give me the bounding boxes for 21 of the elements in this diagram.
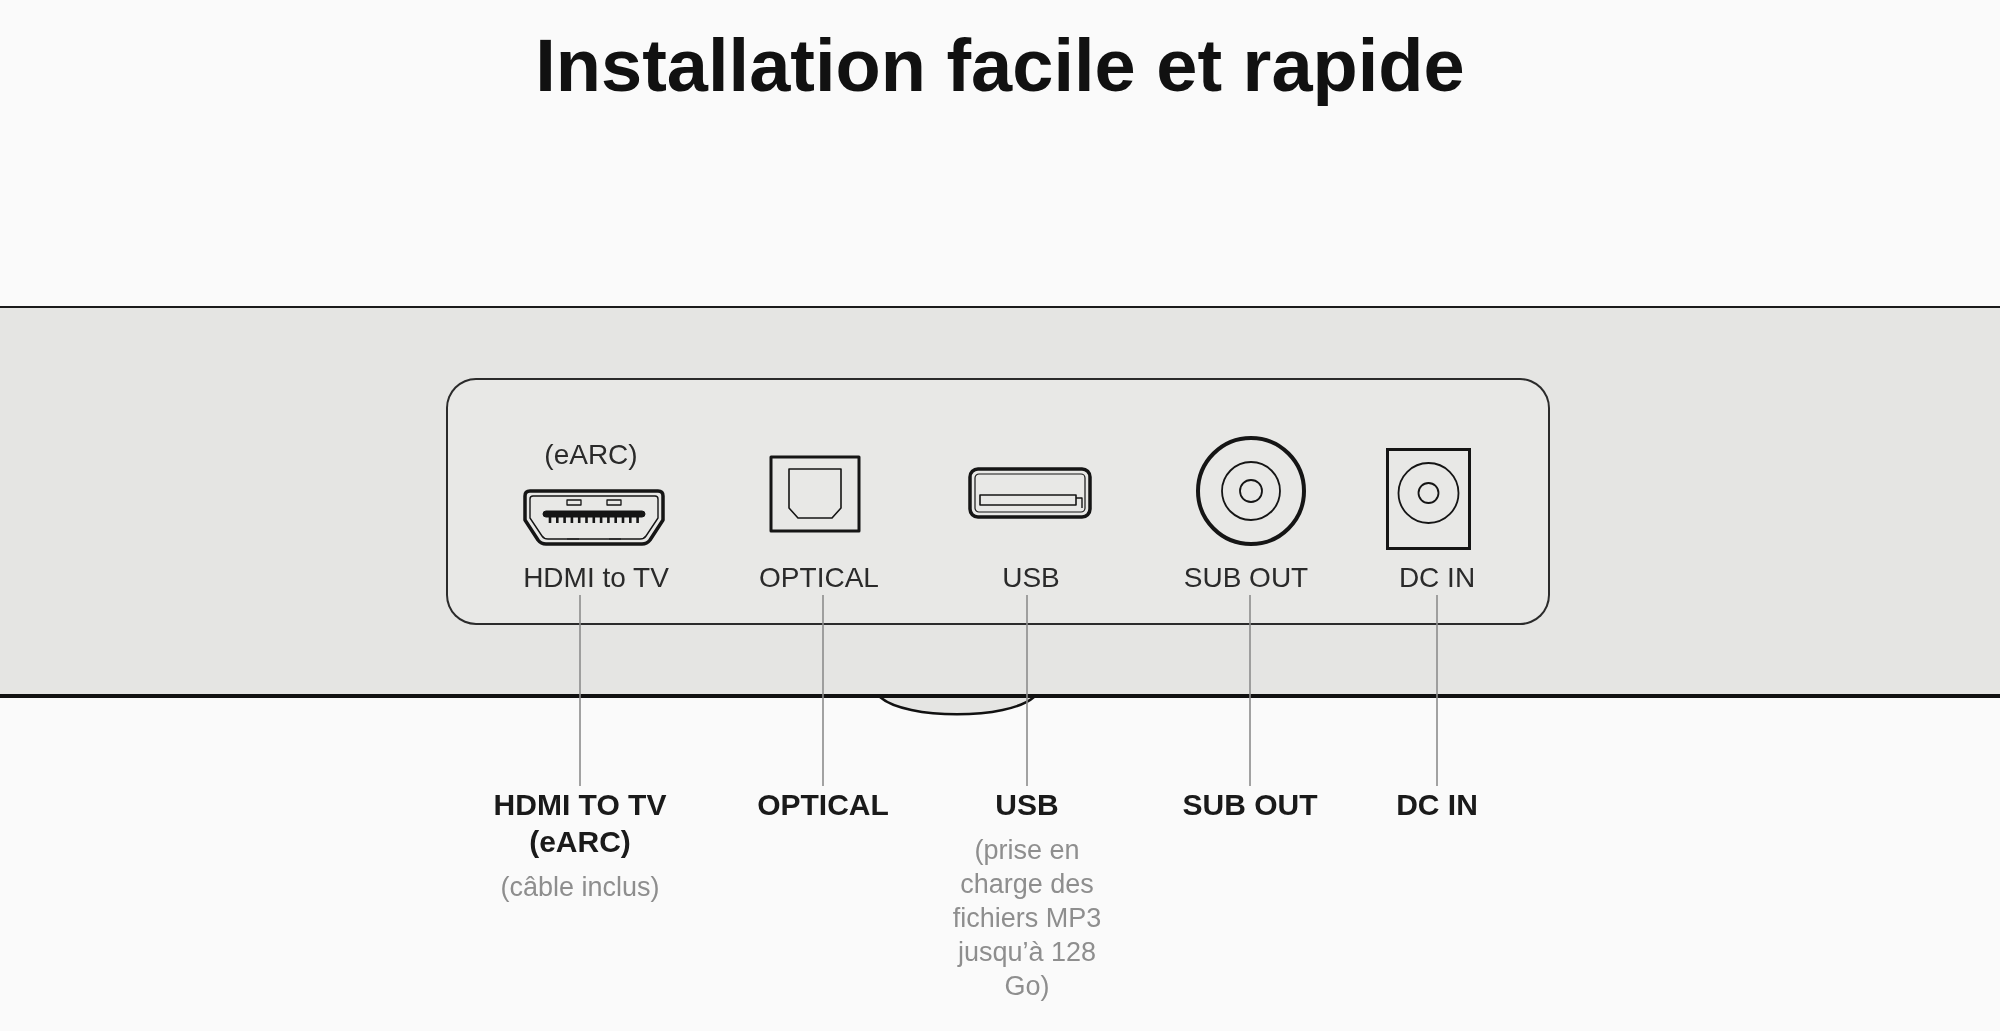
- leader-line: [1249, 594, 1251, 787]
- port-label: SUB OUT: [1183, 561, 1309, 595]
- port-label: HDMI to TV: [523, 561, 669, 595]
- leader-line: [579, 594, 581, 787]
- leader-line: [822, 594, 824, 787]
- port-label: DC IN: [1398, 561, 1476, 595]
- port-note: (eARC): [544, 438, 638, 472]
- leader-line: [1026, 594, 1028, 787]
- callout-note: (prise en charge des fichiers MP3 jusqu’à 128 Go): [951, 834, 1103, 1003]
- callout-heading: HDMI TO TV (eARC): [492, 787, 668, 860]
- leader-line: [1436, 594, 1438, 787]
- connector-panel: [446, 378, 1550, 625]
- callout-heading: DC IN: [1396, 787, 1478, 823]
- callout-heading: SUB OUT: [1182, 787, 1318, 823]
- title: Installation facile et rapide: [535, 23, 1465, 109]
- callout-heading: OPTICAL: [757, 787, 889, 823]
- port-label: OPTICAL: [759, 561, 879, 595]
- port-label: USB: [1002, 561, 1060, 595]
- callout-heading: USB: [995, 787, 1059, 823]
- callout-note: (câble inclus): [500, 871, 660, 904]
- soundbar-body: [0, 306, 2000, 698]
